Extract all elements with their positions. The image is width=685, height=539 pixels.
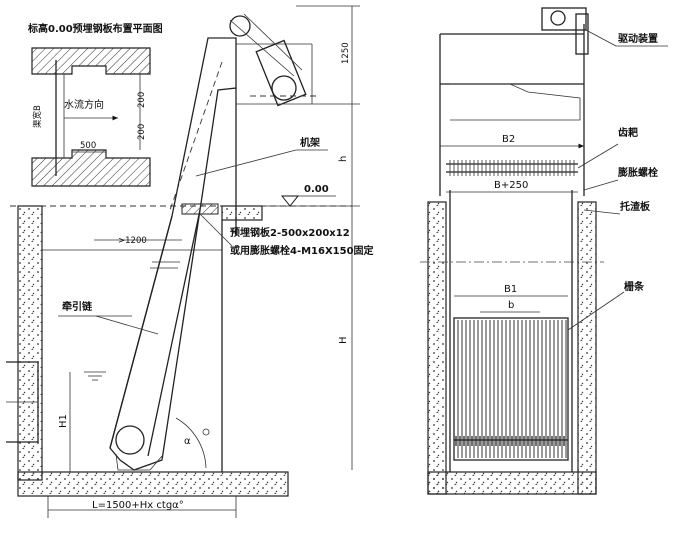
inclined-frame: α [109,13,320,471]
screen-bars-frame [453,317,569,461]
angle-pivot [202,428,210,436]
plan-wall-bottom [31,149,151,187]
screen-bars [457,320,567,458]
slag-leader [583,209,621,215]
dim-H: H [338,336,349,344]
drive-label: 驱动装置 [618,32,658,45]
level-000: 0.00 [304,184,329,195]
front-floor [427,471,597,495]
dim-L: L=1500+Hx ctgα° [92,500,184,511]
plan-detail: 标高0.00预埋钢板布置平面图 水流方向 渠宽B 500 200 200 [27,22,163,187]
plan-dim-200a: 200 [137,92,147,108]
angle-arc [175,417,207,469]
frame-label: 机架 [300,136,320,149]
frame-back-edge [109,215,173,449]
front-wall-left [427,201,447,495]
chain-label: 牵引链 [62,300,93,313]
drive-gearbox [575,13,589,55]
front-view: B2 B+250 B1 b 驱动装置 齿耙 膨胀螺栓 托渣板 栅条 [420,7,668,495]
embed-plate-label: 预埋钢板2-500x200x12 [230,226,350,239]
drive-motor-icon [550,10,566,26]
front-cover [450,83,581,121]
plan-side-wall [55,73,65,159]
plan-dim-200b: 200 [137,124,147,140]
plan-title: 标高0.00预埋钢板布置平面图 [27,22,163,35]
side-view: 标高0.00预埋钢板布置平面图 水流方向 渠宽B 500 200 200 [6,5,374,518]
plan-width-label: 渠宽B [32,105,43,128]
dim-1200: >1200 [118,236,147,246]
drive-sprocket [229,15,251,37]
expansion-bolt-label: 膨胀螺栓 [618,166,658,179]
dim-h: h [338,156,349,162]
rake-teeth [449,160,575,176]
drive-housing [255,39,307,107]
plan-dim-500: 500 [80,141,96,151]
drive-chain-2 [243,13,303,71]
rake-label: 齿耙 [618,126,638,139]
drive-leader [585,29,617,47]
channel-floor [17,471,289,497]
angle-label: α [184,436,191,447]
bolt-leader [583,179,619,191]
embed-leader [199,213,233,247]
frame-front-edge [147,209,201,457]
rake-leader [577,143,619,169]
front-wall-right [577,201,597,495]
bottom-teeth [455,436,565,446]
dim-B250: B+250 [494,180,528,191]
bars-label: 栅条 [624,280,645,293]
dim-b: b [508,300,514,311]
embed-plate [181,203,219,215]
level-triangle [280,195,300,207]
drive-chain-1 [229,19,295,77]
drive-unit-box [541,7,587,31]
dim-H1: H1 [58,414,69,428]
slag-plate-label: 托渣板 [620,200,651,213]
tail-sprocket [115,425,145,455]
top-slab [221,205,263,221]
plan-water-direction: 水流方向 [64,98,104,111]
chain-leader [95,315,159,335]
frame-inner-line-1 [169,61,223,211]
dim-B1: B1 [504,284,517,295]
dim-1250: 1250 [341,42,351,64]
anchor-bolt-label: 或用膨胀螺栓4-M16X150固定 [230,244,374,257]
plan-wall-top [31,47,151,75]
dim-B2: B2 [502,134,515,145]
head-sprocket [271,75,297,101]
frame-leader [195,149,297,177]
tail-box [115,453,163,471]
bars-leader [567,291,625,331]
